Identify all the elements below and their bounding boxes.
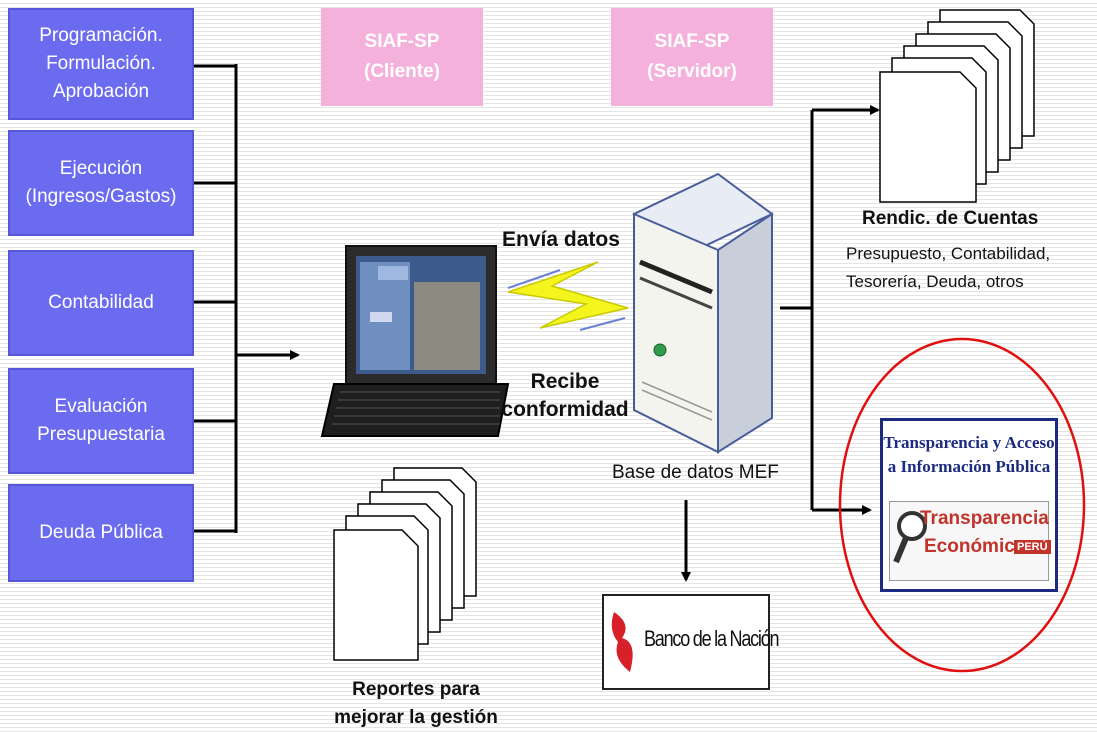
- module-evaluacion-line1: Evaluación: [54, 396, 148, 417]
- reportes-label: Reportes para mejorar la gestión: [316, 676, 516, 732]
- module-programacion-line2: Formulación.: [46, 53, 156, 74]
- rendic-line2: Tesorería, Deuda, otros: [846, 272, 1024, 291]
- magnifier-icon: [893, 511, 927, 564]
- rendic-details: Presupuesto, Contabilidad, Tesorería, De…: [846, 240, 1050, 296]
- siaf-servidor-subtitle: (Servidor): [647, 61, 737, 82]
- reportes-line1: Reportes para: [352, 679, 480, 700]
- peru-badge: PERÚ: [1014, 540, 1051, 554]
- lightning-icon: [507, 261, 629, 329]
- transparencia-logo-line1: Transparencia: [920, 508, 1049, 529]
- recibe-conformidad-label: Recibe conformidad: [500, 368, 630, 424]
- module-evaluacion: Evaluación Presupuestaria: [8, 368, 194, 474]
- highlight-circle: [838, 337, 1086, 673]
- rendic-line1: Presupuesto, Contabilidad,: [846, 244, 1051, 263]
- transparencia-title-line2: a Información Pública: [887, 457, 1051, 476]
- module-deuda-line1: Deuda Pública: [39, 522, 163, 543]
- siaf-cliente-title: SIAF-SP: [364, 31, 440, 52]
- recibe-line1: Recibe: [530, 370, 600, 393]
- transparencia-title: Transparencia y Acceso a Información Púb…: [883, 431, 1055, 479]
- siaf-servidor-title: SIAF-SP: [654, 31, 730, 52]
- transparencia-logo-line2: Económica: [924, 536, 1026, 557]
- banco-nacion-label: Banco de la Nación: [644, 626, 780, 651]
- module-ejecucion-line1: Ejecución: [59, 158, 143, 179]
- rendic-title: Rendic. de Cuentas: [862, 208, 1039, 229]
- module-ejecucion-line2: (Ingresos/Gastos): [25, 186, 177, 207]
- module-contabilidad: Contabilidad: [8, 250, 194, 356]
- transparencia-logo: Transparencia Económica PERÚ: [889, 501, 1051, 581]
- module-deuda: Deuda Pública: [8, 484, 194, 582]
- siaf-cliente-subtitle: (Cliente): [364, 61, 440, 82]
- server-icon: [632, 172, 774, 454]
- banco-nacion-icon: [611, 612, 633, 672]
- recibe-line2: conformidad: [501, 398, 629, 421]
- base-datos-label: Base de datos MEF: [612, 462, 779, 483]
- module-programacion-line3: Aprobación: [52, 81, 150, 102]
- module-programacion: Programación. Formulación. Aprobación: [8, 8, 194, 120]
- transparencia-box: Transparencia y Acceso a Información Púb…: [880, 418, 1058, 592]
- report-documents-icon: [333, 467, 477, 661]
- documents-stack-icon: [879, 9, 1035, 203]
- module-contabilidad-line1: Contabilidad: [48, 292, 154, 313]
- banco-nacion-logo: Banco de la Nación: [602, 594, 780, 690]
- siaf-servidor-box: SIAF-SP (Servidor): [611, 8, 773, 106]
- module-evaluacion-line2: Presupuestaria: [37, 424, 165, 445]
- siaf-cliente-box: SIAF-SP (Cliente): [321, 8, 483, 106]
- reportes-line2: mejorar la gestión: [334, 707, 498, 728]
- module-ejecucion: Ejecución (Ingresos/Gastos): [8, 130, 194, 236]
- transparencia-title-line1: Transparencia y Acceso: [883, 433, 1055, 452]
- laptop-icon: [320, 245, 510, 437]
- envia-datos-label: Envía datos: [502, 228, 620, 251]
- module-programacion-line1: Programación.: [39, 25, 163, 46]
